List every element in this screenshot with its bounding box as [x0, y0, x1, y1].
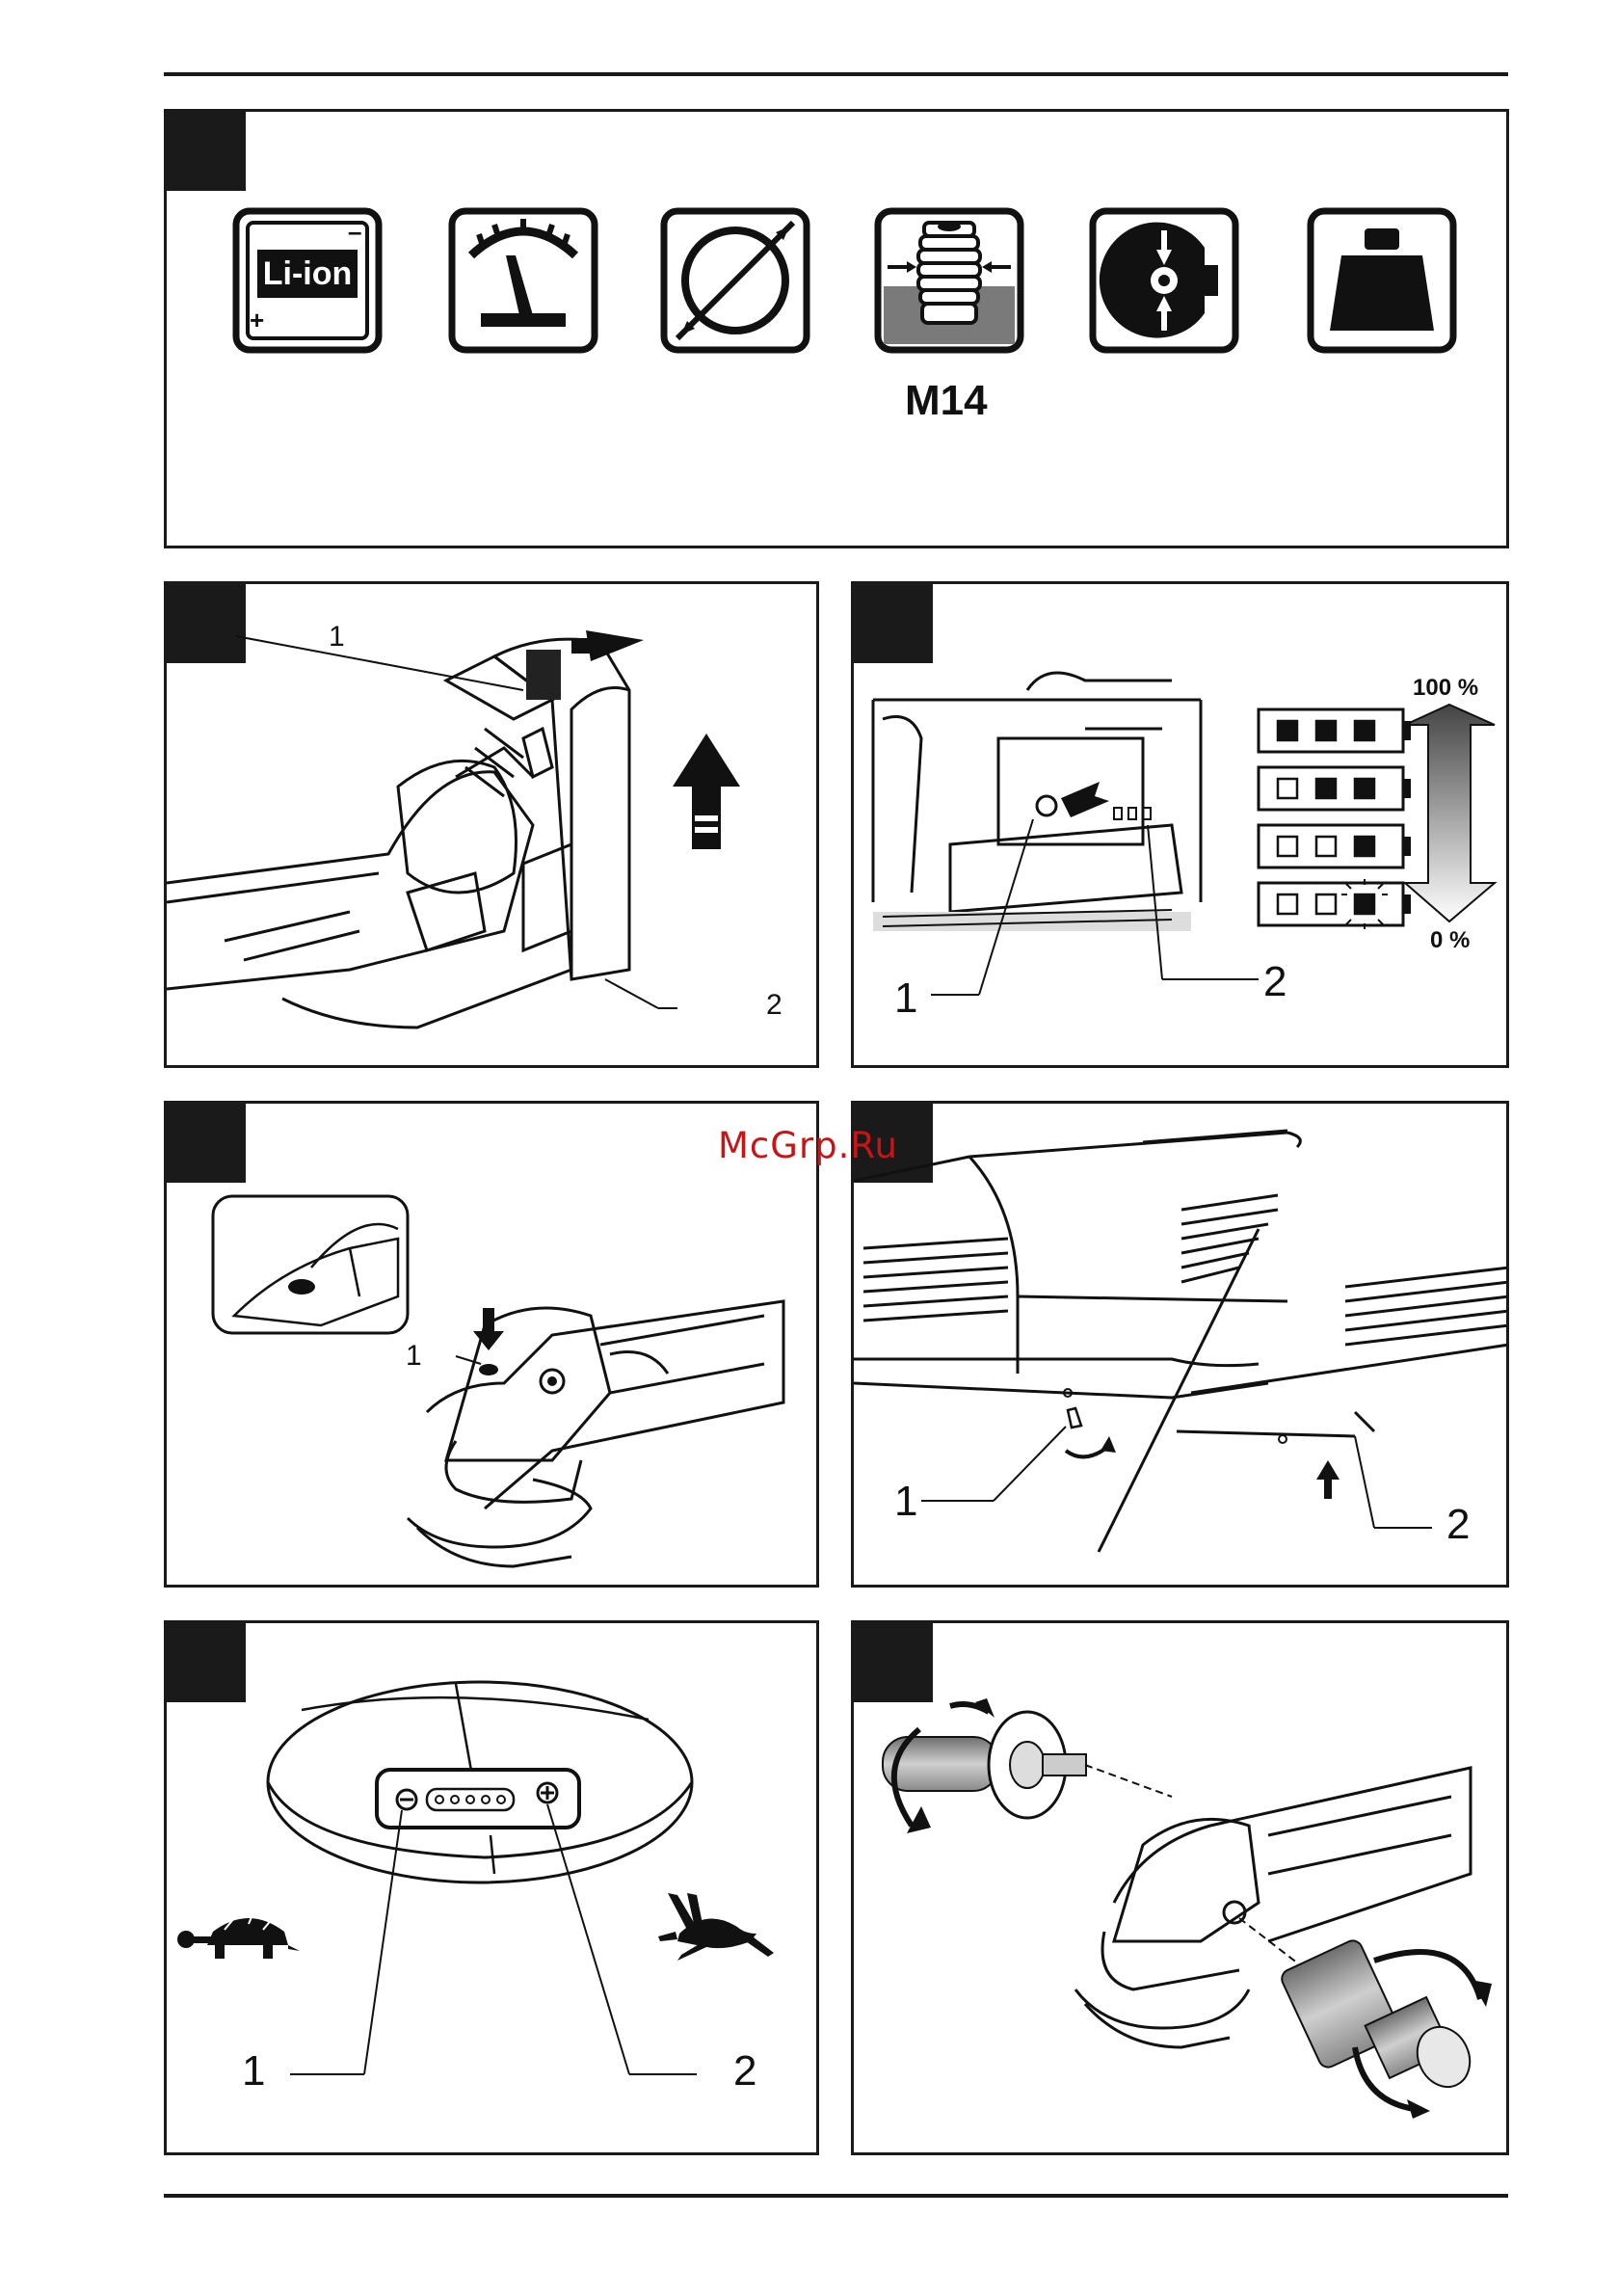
spindle-thread-icon	[874, 207, 1024, 354]
turtle-icon	[177, 1912, 300, 1959]
charge-cell	[1278, 837, 1297, 856]
top-rule	[164, 72, 1508, 76]
charge-cell	[1355, 894, 1374, 914]
charge-cell	[1355, 837, 1374, 856]
charge-top-percent: 100 %	[1413, 675, 1478, 702]
callout-2: 2	[1446, 1501, 1470, 1549]
panel-guard-lever: 1 2	[851, 1101, 1509, 1588]
guard-lever-illustration	[854, 1104, 1509, 1588]
callout-2: 2	[766, 989, 782, 1022]
hare-icon	[658, 1893, 774, 1961]
svg-text:Li-ion: Li-ion	[263, 255, 353, 292]
charge-cell	[1316, 837, 1336, 856]
charge-cell	[1278, 721, 1297, 740]
charge-cell	[1316, 779, 1336, 798]
disc-bore-icon	[1089, 207, 1239, 354]
speed-gauge-icon	[448, 207, 598, 354]
panel-side-handle	[851, 1620, 1509, 2155]
svg-text:+: +	[250, 306, 264, 334]
charge-cell	[1355, 721, 1374, 740]
callout-1: 1	[329, 621, 345, 654]
callout-2: 2	[733, 2047, 756, 2096]
charge-cell	[1316, 721, 1336, 740]
panel-tab	[167, 112, 246, 191]
callout-1: 1	[894, 974, 917, 1023]
charge-level-row	[1259, 825, 1411, 868]
callout-1: 1	[406, 1340, 422, 1373]
charge-cell	[1316, 894, 1336, 914]
bottom-rule	[164, 2194, 1508, 2198]
watermark: McGrp.Ru	[718, 1125, 898, 1166]
spindle-lock-illustration	[167, 1104, 819, 1588]
thread-size-label: M14	[905, 377, 988, 425]
callout-1: 1	[242, 2047, 265, 2096]
charge-cell	[1355, 779, 1374, 798]
panel-spindle-lock: 1	[164, 1101, 819, 1588]
panel-battery-insert: 1 2	[164, 581, 819, 1068]
charge-cell	[1278, 894, 1297, 914]
side-handle-illustration	[854, 1623, 1509, 2155]
panel-specifications: Li-ion – + M1	[164, 109, 1509, 548]
charge-level-row	[1259, 767, 1411, 810]
charge-cell	[1278, 779, 1297, 798]
callout-1: 1	[894, 1478, 917, 1526]
callout-2: 2	[1263, 958, 1286, 1006]
battery-insert-illustration	[167, 584, 819, 1068]
svg-text:–: –	[348, 217, 361, 246]
panel-charge-indicator: 100 % 0 % 1 2	[851, 581, 1509, 1068]
charge-bottom-percent: 0 %	[1430, 927, 1470, 954]
charge-level-row	[1259, 709, 1411, 752]
panel-speed-switch: 1 2	[164, 1620, 819, 2155]
weight-icon	[1307, 207, 1457, 354]
li-ion-battery-icon: Li-ion – +	[232, 207, 383, 354]
charge-level-row	[1259, 879, 1411, 929]
disc-diameter-icon	[660, 207, 810, 354]
